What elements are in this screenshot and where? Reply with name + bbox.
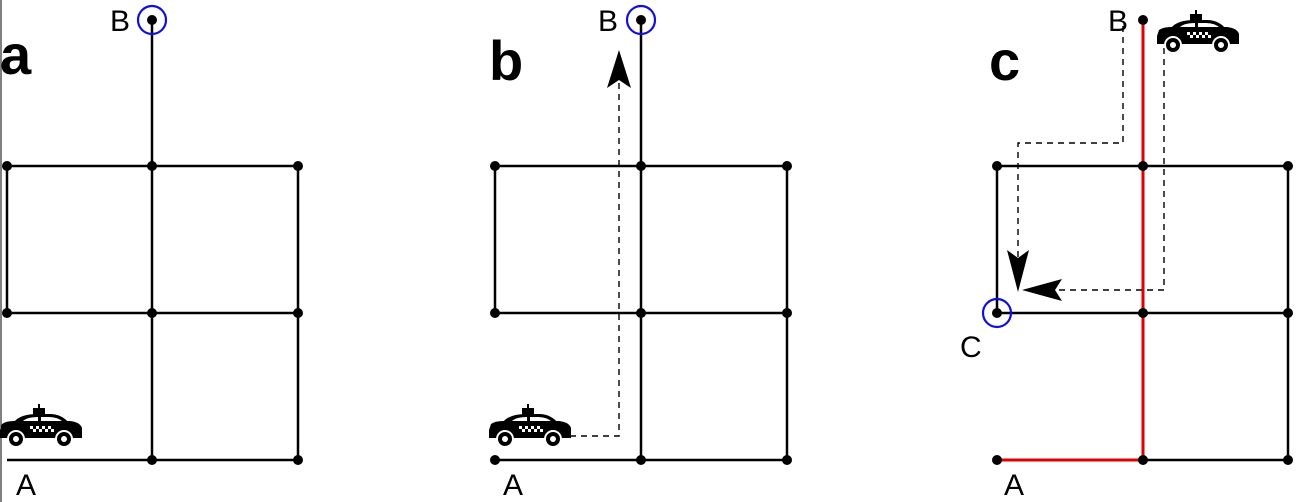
- panel-label-c: c: [989, 29, 1020, 92]
- arrowhead-icon: [1007, 250, 1029, 292]
- taxi-icon: [488, 403, 572, 448]
- target-ring-b: [625, 4, 657, 36]
- nodes-a: [2, 15, 303, 465]
- arrowhead-icon: [1022, 279, 1062, 301]
- node-label-b: B: [598, 5, 618, 38]
- node-label-a: A: [503, 469, 523, 502]
- taxi-icon: [1156, 9, 1240, 54]
- road-grid-b: [493, 20, 789, 462]
- planned-path: [570, 78, 620, 437]
- arrowhead-icon: [607, 50, 631, 88]
- target-ring-b: [136, 4, 168, 36]
- taxi-icon: [0, 403, 83, 448]
- node-label-b: B: [1108, 5, 1128, 38]
- panel-c: c C B A: [960, 5, 1293, 502]
- node-label-b: B: [110, 5, 130, 38]
- node-label-a: A: [16, 469, 36, 502]
- nodes-c: [992, 15, 1293, 465]
- panel-label-b: b: [489, 29, 523, 92]
- node-label-a: A: [1004, 469, 1024, 502]
- planned-path-upper: [1017, 26, 1124, 262]
- road-grid-a: [5, 20, 300, 462]
- node-label-c: C: [960, 331, 982, 364]
- planned-path-lower: [1058, 48, 1165, 291]
- panel-b: b B A: [488, 4, 792, 502]
- panel-label-a: a: [0, 23, 32, 86]
- target-ring-c: [981, 297, 1013, 329]
- nodes-b: [490, 15, 792, 465]
- panel-a: a B A: [0, 0, 303, 502]
